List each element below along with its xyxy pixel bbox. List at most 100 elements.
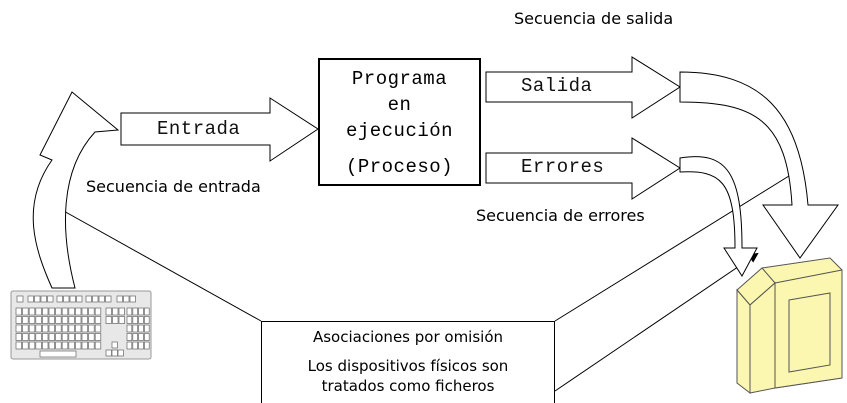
keyboard-key xyxy=(22,307,29,316)
keyboard-key xyxy=(42,316,49,324)
keyboard-key xyxy=(68,307,75,316)
keyboard-key xyxy=(111,341,118,349)
keyboard-key xyxy=(55,307,62,316)
keyboard-key xyxy=(126,307,133,316)
keyboard-key xyxy=(55,341,62,350)
output-curved-arrow xyxy=(679,71,839,259)
keyboard-key xyxy=(35,316,42,324)
keyboard-key xyxy=(144,341,150,350)
keyboard-key xyxy=(55,333,62,341)
keyboard-key xyxy=(75,316,82,324)
input-block-arrow xyxy=(120,97,319,162)
output-stream-label: Secuencia de salida xyxy=(514,9,674,28)
keyboard-key xyxy=(35,307,42,316)
keyboard-key xyxy=(126,341,133,350)
keyboard-key xyxy=(34,295,41,303)
keyboard-key xyxy=(94,307,102,316)
associations-box: Asociaciones por omisión Los dispositivo… xyxy=(261,321,555,403)
keyboard-key xyxy=(56,295,63,303)
error-arrow-label: Errores xyxy=(521,156,605,178)
error-block-arrow xyxy=(485,137,681,200)
keyboard-key xyxy=(118,316,125,324)
keyboard-key xyxy=(94,316,102,324)
keyboard-key xyxy=(94,341,102,350)
keyboard-key xyxy=(88,341,95,350)
associations-line-2: tratados como ficheros xyxy=(321,377,495,395)
keyboard-key xyxy=(42,307,49,316)
process-line-4: (Proceso) xyxy=(345,156,454,178)
keyboard-key xyxy=(138,333,144,341)
keyboard-key xyxy=(94,333,102,341)
keyboard-key xyxy=(98,295,105,303)
keyboard-key xyxy=(92,295,99,303)
output-block-arrow xyxy=(485,56,681,119)
keyboard-key xyxy=(144,307,150,316)
keyboard-key xyxy=(81,307,88,316)
keyboard-key xyxy=(75,307,82,316)
keyboard-key xyxy=(48,333,55,341)
keyboard-key xyxy=(22,324,29,333)
keyboard-key xyxy=(105,295,112,303)
keyboard-key xyxy=(144,333,150,341)
keyboard-key xyxy=(28,341,36,350)
keyboard-key xyxy=(81,324,88,333)
keyboard-key xyxy=(94,324,102,333)
keyboard-key xyxy=(15,324,22,333)
keyboard-key xyxy=(126,324,133,333)
keyboard-key xyxy=(61,333,69,341)
keyboard-key xyxy=(22,333,29,341)
keyboard-key xyxy=(35,341,42,350)
keyboard-key xyxy=(22,341,29,350)
keyboard-key xyxy=(15,341,22,350)
keyboard-key xyxy=(75,324,82,333)
keyboard-key xyxy=(35,324,42,333)
keyboard-key xyxy=(42,324,49,333)
process-line-2: en xyxy=(387,94,412,116)
keyboard-key xyxy=(47,295,54,303)
keyboard-key xyxy=(35,333,42,341)
keyboard-key xyxy=(75,333,82,341)
input-curved-arrow xyxy=(32,91,120,289)
keyboard-key xyxy=(40,295,47,303)
keyboard-key xyxy=(15,307,22,316)
keyboard-key xyxy=(132,324,138,333)
keyboard-key xyxy=(22,316,29,324)
associations-title: Asociaciones por omisión xyxy=(312,328,504,346)
keyboard-key xyxy=(68,316,75,324)
keyboard-key xyxy=(63,295,70,303)
keyboard-icon xyxy=(10,290,152,360)
keyboard-key xyxy=(28,324,36,333)
keyboard-key xyxy=(48,307,55,316)
keyboard-key xyxy=(88,333,95,341)
error-curved-arrow xyxy=(679,156,758,277)
keyboard-key xyxy=(81,341,88,350)
keyboard-key xyxy=(61,341,69,350)
keyboard-key xyxy=(126,333,133,341)
keyboard-key xyxy=(105,307,112,316)
keyboard-key xyxy=(88,316,95,324)
error-stream-label: Secuencia de errores xyxy=(476,206,645,225)
keyboard-key xyxy=(144,324,150,333)
keyboard-key xyxy=(69,295,76,303)
process-line-3: ejecución xyxy=(345,120,454,142)
keyboard-key xyxy=(27,295,34,303)
process-box: Programa en ejecución (Proceso) xyxy=(318,58,481,186)
input-arrow-label: Entrada xyxy=(157,118,241,140)
keyboard-key xyxy=(144,316,150,324)
keyboard-key xyxy=(61,316,69,324)
keyboard-key xyxy=(76,295,83,303)
output-arrow-label: Salida xyxy=(521,75,593,97)
assoc-line-to-keyboard xyxy=(42,199,262,322)
keyboard-key xyxy=(48,341,55,350)
keyboard-key xyxy=(28,316,36,324)
keyboard-key xyxy=(81,316,88,324)
keyboard-key xyxy=(48,324,55,333)
associations-line-1: Los dispositivos físicos son xyxy=(307,357,509,375)
keyboard-key xyxy=(105,316,112,324)
keyboard-key xyxy=(132,307,138,316)
keyboard-key xyxy=(88,307,95,316)
keyboard-key xyxy=(138,324,144,333)
assoc-line-to-output xyxy=(554,169,799,322)
keyboard-key xyxy=(105,349,112,357)
